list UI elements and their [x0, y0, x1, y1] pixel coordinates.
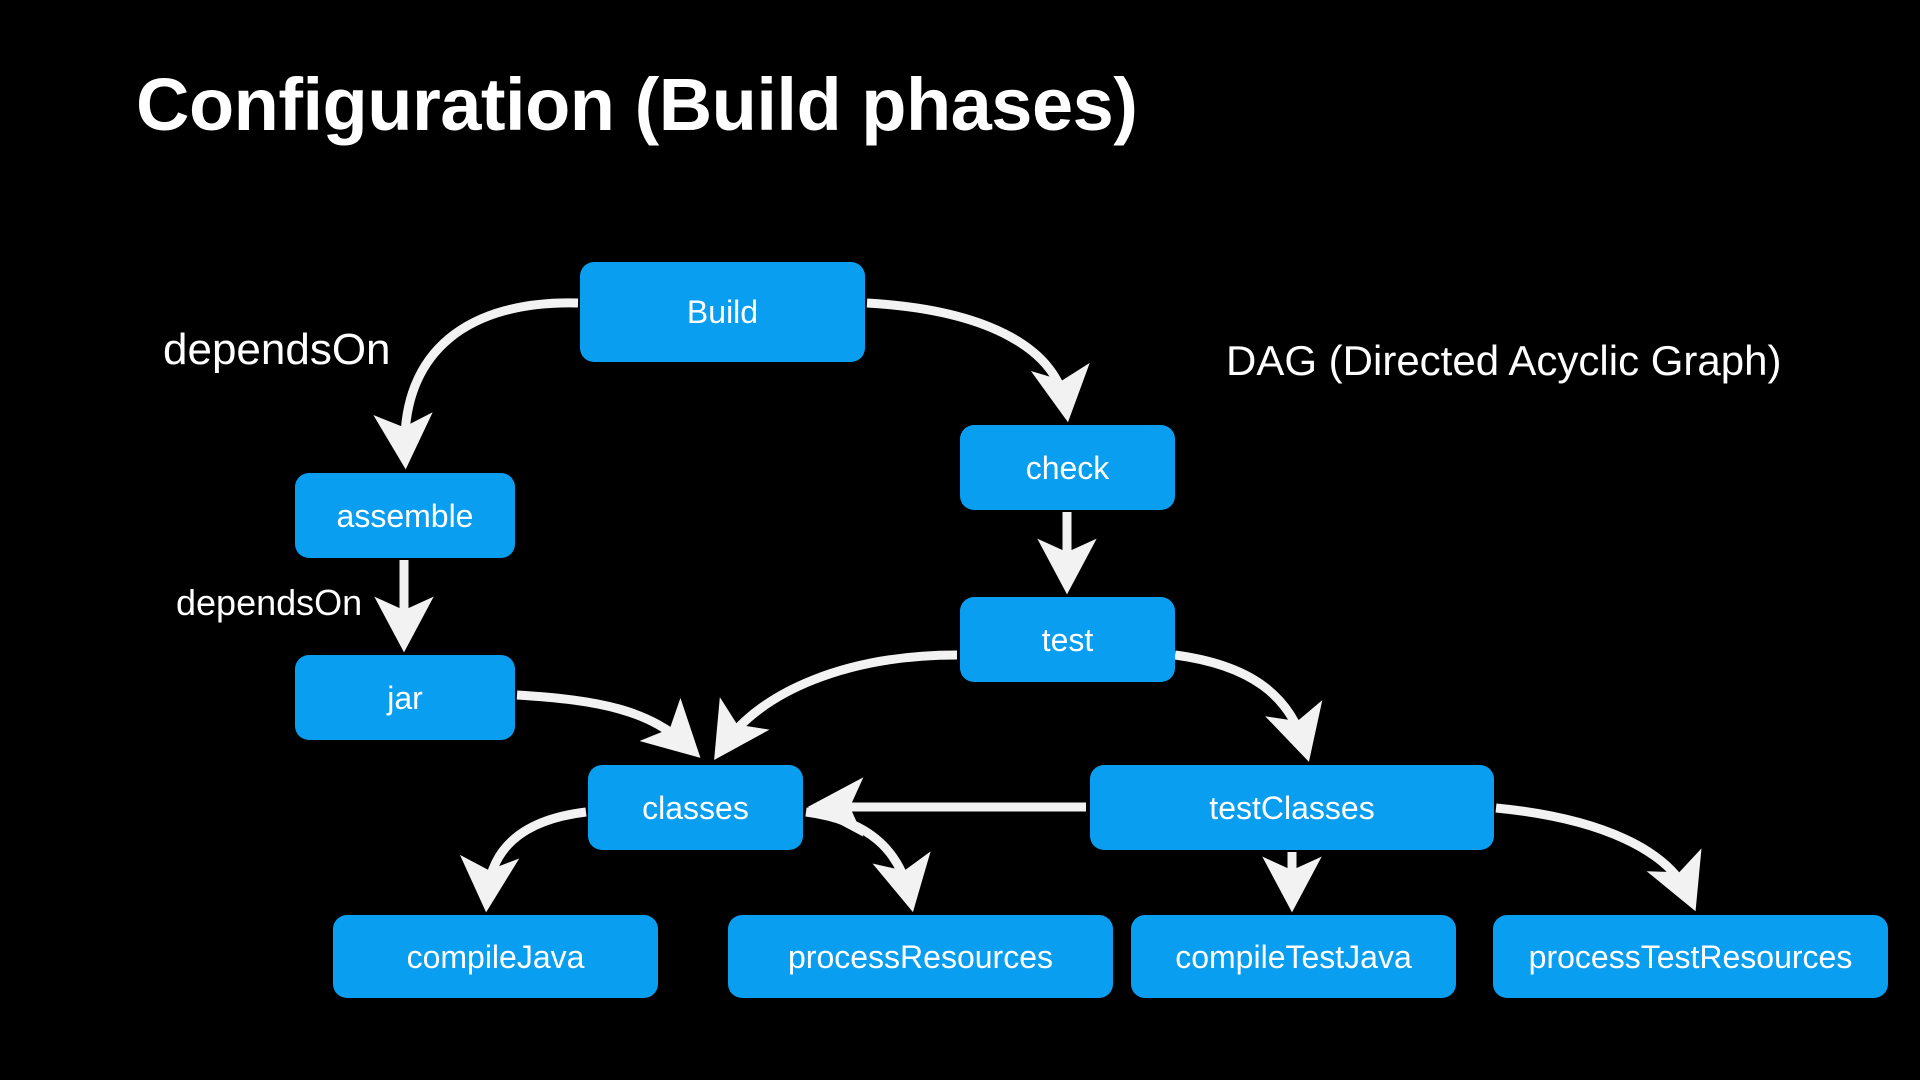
graph-node-label: test	[1041, 621, 1094, 658]
graph-node-label: classes	[642, 789, 749, 826]
page-title: Configuration (Build phases)	[136, 63, 1138, 146]
graph-node-label: jar	[387, 679, 423, 716]
graph-node-label: assemble	[336, 497, 474, 534]
edge-testclasses-processtestresources	[1495, 803, 1702, 912]
graph-node-compiletestjava[interactable]: compileTestJava	[1131, 915, 1456, 998]
edge-classes-compilejava	[459, 807, 587, 913]
graph-node-label: compileTestJava	[1175, 938, 1412, 975]
graph-node-processtestresources[interactable]: processTestResources	[1493, 915, 1888, 998]
graph-node-label: check	[1025, 449, 1110, 486]
annotation-depends-on-top: dependsOn	[163, 325, 391, 374]
edge-test-testclasses	[1174, 650, 1323, 762]
graph-node-jar[interactable]: jar	[295, 655, 515, 740]
graph-node-label: processTestResources	[1528, 938, 1853, 975]
annotation-depends-on-second: dependsOn	[176, 582, 363, 623]
edge-build-assemble	[373, 298, 579, 470]
graph-node-check[interactable]: check	[960, 425, 1175, 510]
graph-node-label: processResources	[788, 938, 1053, 975]
graph-node-compilejava[interactable]: compileJava	[333, 915, 658, 998]
graph-node-test[interactable]: test	[960, 597, 1175, 682]
annotation-dag: DAG (Directed Acyclic Graph)	[1226, 337, 1782, 384]
graph-node-label: compileJava	[406, 938, 585, 975]
graph-node-processresources[interactable]: processResources	[728, 915, 1113, 998]
edge-jar-classes	[516, 690, 701, 758]
graph-node-testclasses[interactable]: testClasses	[1090, 765, 1494, 850]
graph-node-label: testClasses	[1209, 789, 1375, 826]
edge-test-classes	[714, 650, 958, 761]
graph-node-build[interactable]: Build	[580, 262, 865, 362]
edge-classes-processresources	[805, 807, 931, 913]
edge-build-check	[866, 298, 1090, 423]
graph-node-classes[interactable]: classes	[588, 765, 803, 850]
graph-node-label: Build	[686, 294, 759, 330]
graph-node-assemble[interactable]: assemble	[295, 473, 515, 558]
